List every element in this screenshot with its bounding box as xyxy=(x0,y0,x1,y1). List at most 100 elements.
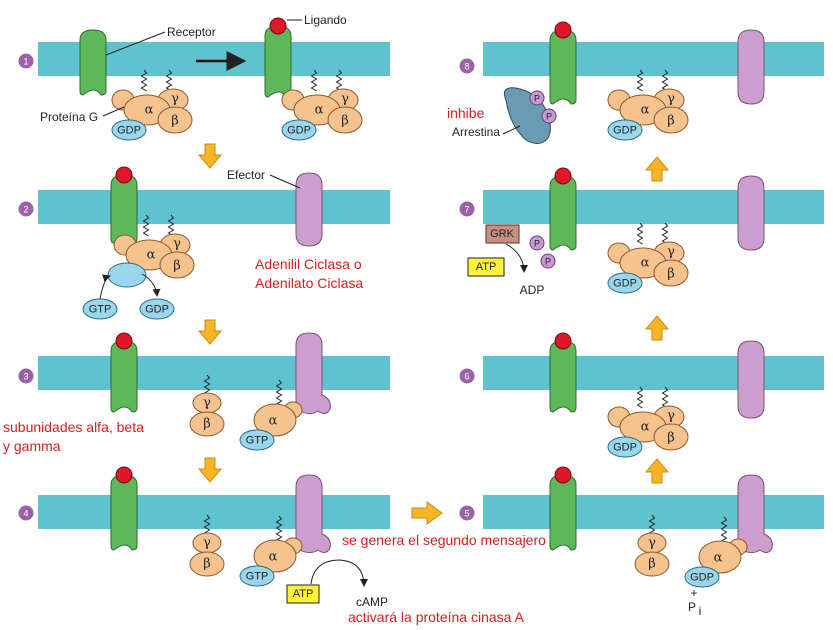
annotation-protein-kinase: activará la proteína cinasa A xyxy=(348,609,525,625)
receptor-body xyxy=(549,29,577,105)
pi-subscript: i xyxy=(699,604,702,618)
subunit-label: γ xyxy=(171,92,179,107)
receptor-body xyxy=(549,175,577,251)
receptor-body xyxy=(79,29,107,96)
membrane xyxy=(38,495,390,529)
receptor xyxy=(264,17,292,98)
atp-box xyxy=(286,584,320,604)
receptor-body xyxy=(110,474,138,551)
gdp-molecule: GDP xyxy=(607,119,643,141)
step-number: 2 xyxy=(23,205,28,215)
phosphate-group xyxy=(529,90,545,106)
gdp-label: GDP xyxy=(613,278,637,290)
receptor xyxy=(110,166,138,244)
atp-box xyxy=(467,257,505,277)
subunit-label: β xyxy=(171,114,179,129)
ligand xyxy=(554,167,572,185)
receptor xyxy=(549,21,577,105)
beta-subunit xyxy=(653,259,689,287)
gdp-shape xyxy=(607,436,643,458)
annotation-adenylyl-cyclase: Adenilil Ciclasa o xyxy=(255,256,362,272)
step-number: 1 xyxy=(23,57,28,67)
membrane xyxy=(483,356,824,390)
gtp-in-arrow xyxy=(99,274,111,300)
beta-gamma-dimer: γβ xyxy=(634,514,670,577)
ligand-label: Ligando xyxy=(304,13,347,27)
orange-block-arrow xyxy=(197,319,223,345)
phosphate-label: P xyxy=(534,94,540,104)
step-circle xyxy=(18,505,34,521)
effector xyxy=(737,474,773,554)
step-marker: 7 xyxy=(459,201,475,217)
ligand xyxy=(269,17,287,35)
step-circle xyxy=(18,201,34,217)
gdp-molecule: GDP xyxy=(139,298,175,320)
phosphate-label: P xyxy=(546,112,552,122)
gdp-shape xyxy=(684,566,720,588)
beta-gamma-dimer: γβ xyxy=(189,374,225,437)
gdp-molecule: GDP xyxy=(281,119,317,141)
beta-subunit xyxy=(653,106,689,134)
gdp-shape xyxy=(607,272,643,294)
subunit-label: β xyxy=(667,431,675,446)
effector-leader xyxy=(269,174,301,189)
subunit-label: α xyxy=(641,256,650,271)
lipid-anchor xyxy=(142,214,150,237)
gdp-label: GDP xyxy=(145,304,169,316)
effector-body xyxy=(295,332,331,415)
gdp-label: GDP xyxy=(613,125,637,137)
subunit-label: α xyxy=(641,103,650,118)
gdp-label: GDP xyxy=(613,442,637,454)
gdp-label: GDP xyxy=(287,125,311,137)
effector xyxy=(295,332,331,415)
step-circle xyxy=(18,53,34,69)
membrane xyxy=(483,42,824,76)
receptor-label: Receptor xyxy=(167,25,216,39)
lipid-anchor xyxy=(636,386,644,409)
beta-subunit xyxy=(634,551,670,577)
receptor xyxy=(549,466,577,551)
subunit-label: α xyxy=(641,420,650,435)
g-protein-trimer: αγβ xyxy=(113,214,195,279)
beta-subunit xyxy=(327,106,363,134)
effector xyxy=(737,29,765,105)
subunit-label: α xyxy=(315,103,324,118)
effector-body xyxy=(737,474,773,554)
pi-label: P xyxy=(688,600,696,614)
membrane xyxy=(483,190,824,224)
alpha-subunit xyxy=(253,539,297,573)
subunit-label: γ xyxy=(173,237,181,252)
annotation-subunits: subunidades alfa, beta xyxy=(3,419,144,435)
effector xyxy=(737,175,765,251)
lipid-anchor xyxy=(636,69,644,92)
g-protein-leader xyxy=(102,106,125,117)
membrane xyxy=(38,190,390,224)
gdp-molecule: GDP xyxy=(607,272,643,294)
subunit-label: γ xyxy=(667,409,675,424)
subunit-label: α xyxy=(145,103,154,118)
ligand xyxy=(115,466,133,484)
effector-body xyxy=(737,29,765,105)
orange-block-arrow xyxy=(644,458,670,484)
g-protein-label: Proteína G xyxy=(40,110,98,124)
orange-block-arrow xyxy=(644,315,670,341)
step-marker: 6 xyxy=(459,368,475,384)
subunit-label: γ xyxy=(667,92,675,107)
annotation-adenylate-cyclase: Adenilato Ciclasa xyxy=(255,275,363,291)
step-marker: 5 xyxy=(459,505,475,521)
beta-subunit xyxy=(159,251,195,279)
effector-label: Efector xyxy=(227,168,265,182)
subunit-label: β xyxy=(203,557,211,572)
gtp-shape xyxy=(239,565,275,587)
lipid-anchor xyxy=(275,515,283,541)
receptor xyxy=(549,167,577,251)
